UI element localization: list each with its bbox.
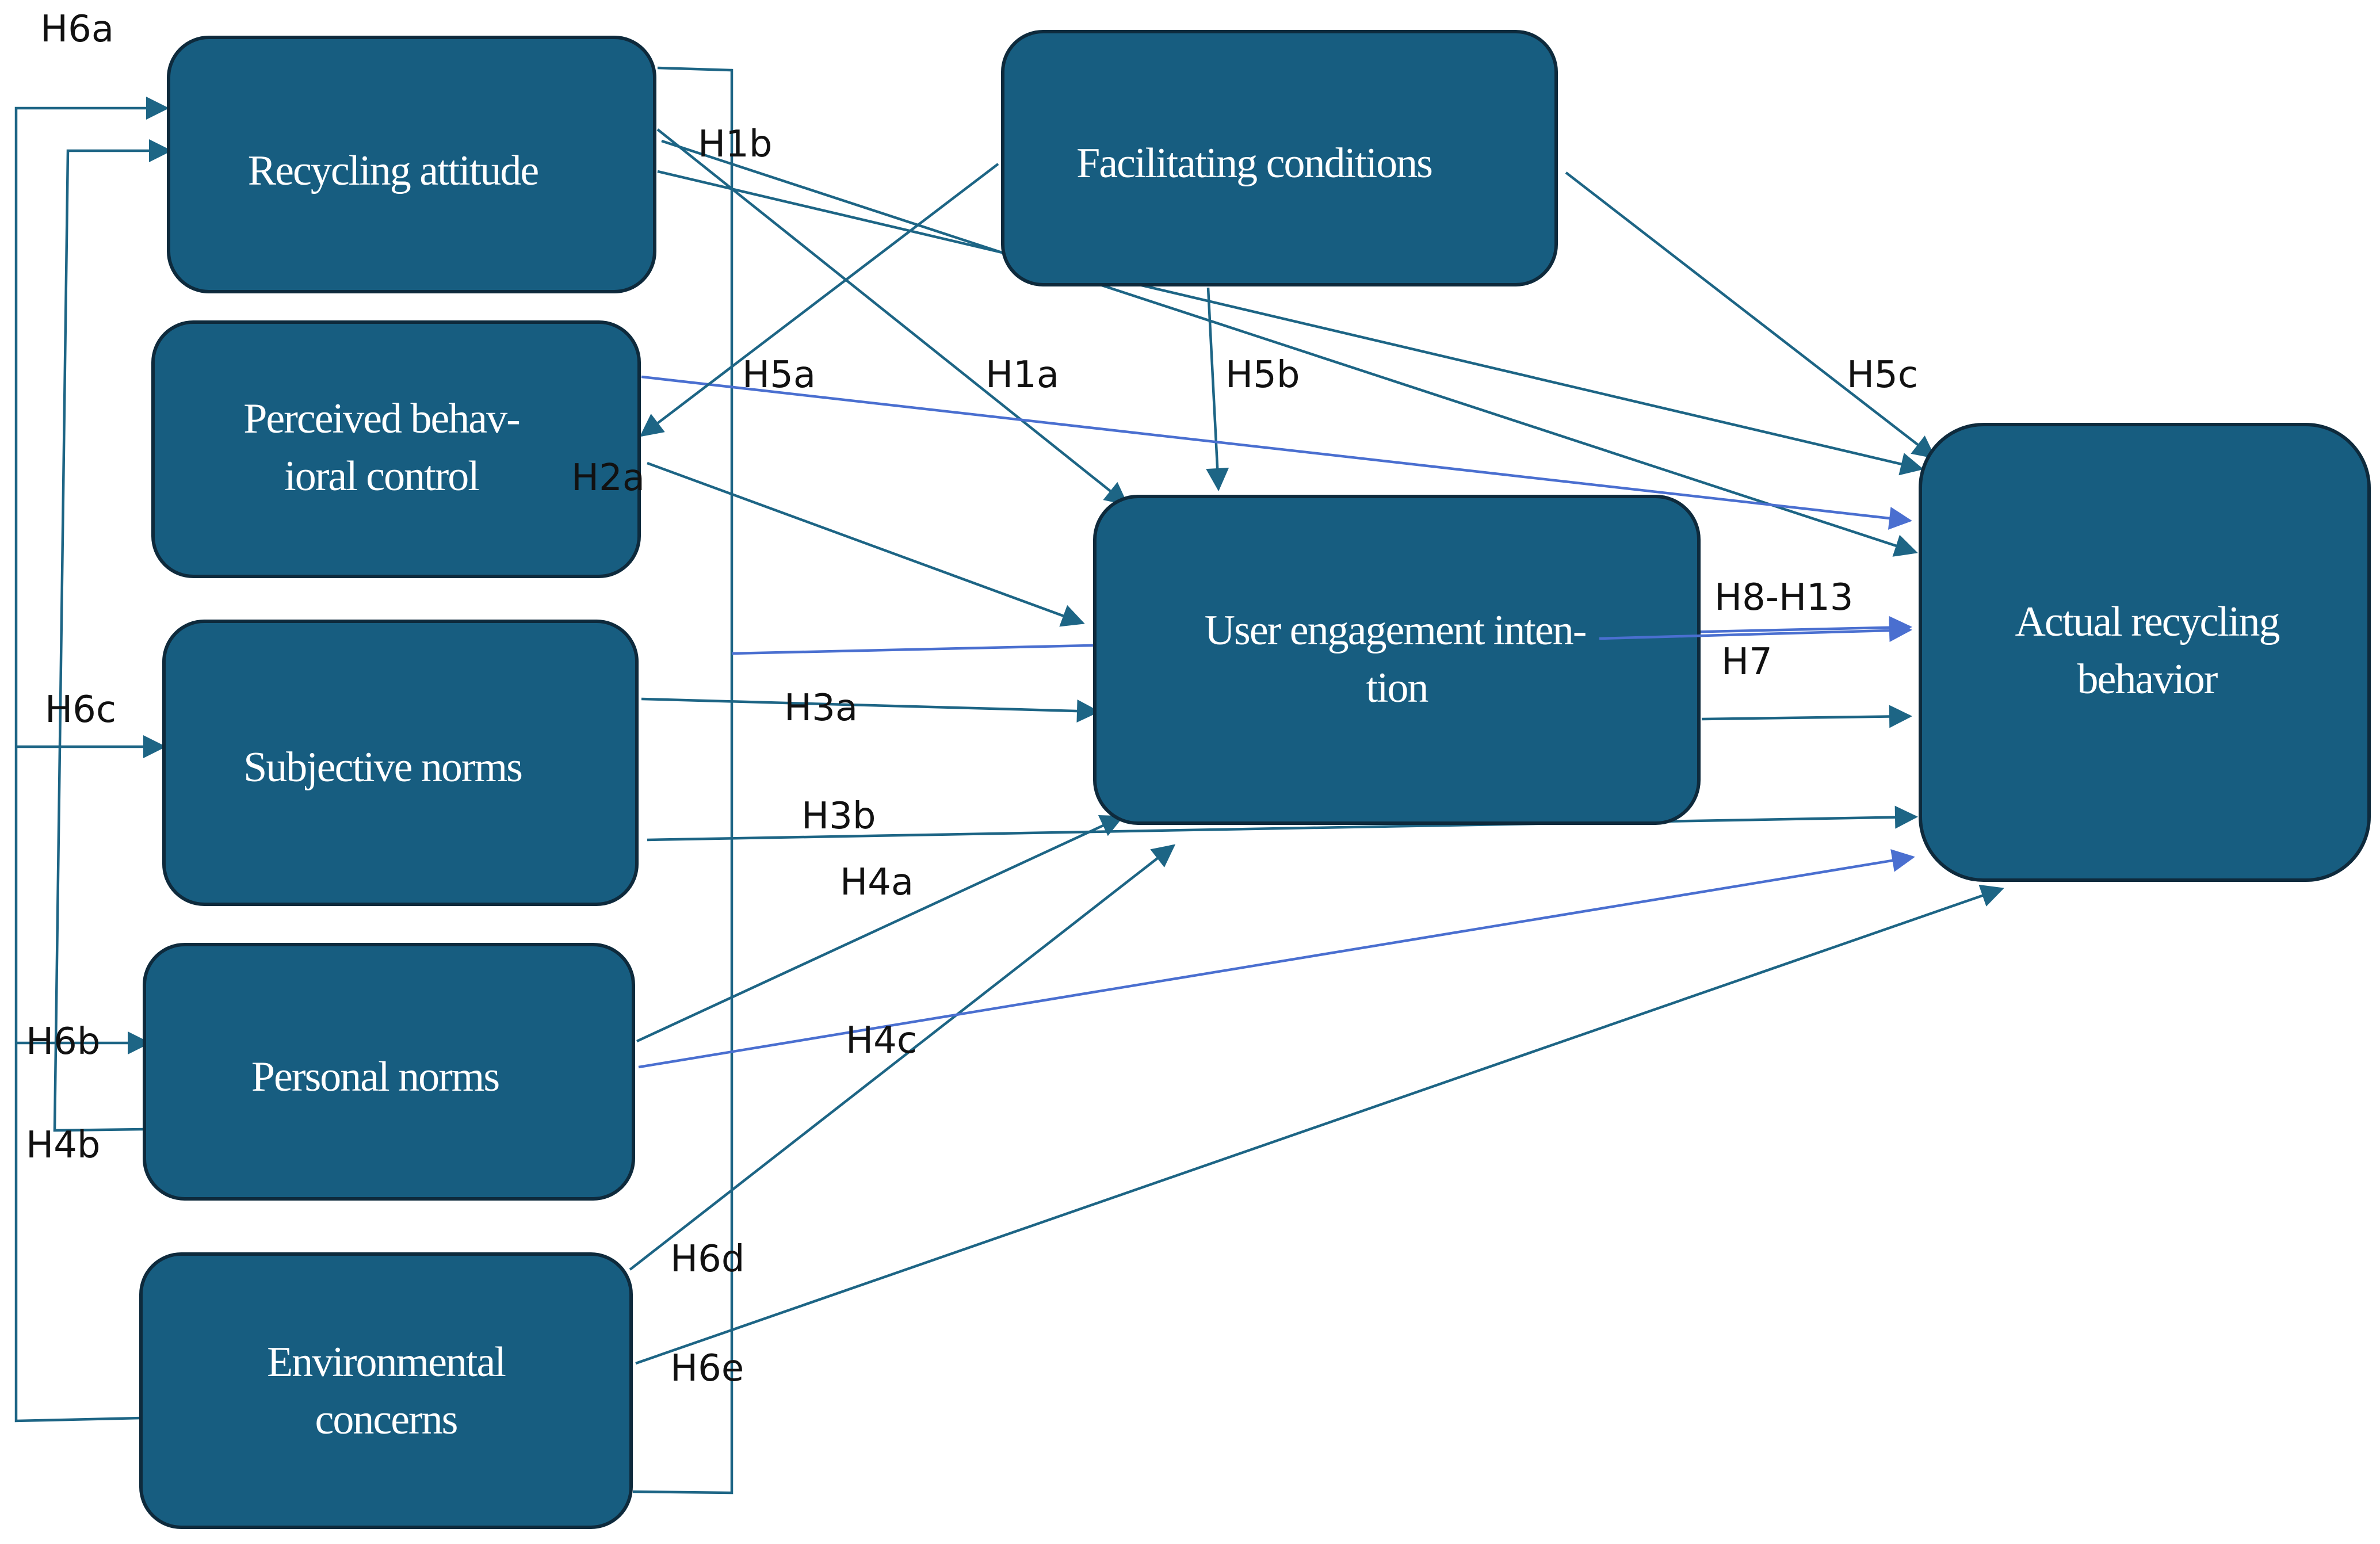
label-h4b: H4b <box>26 1124 100 1167</box>
node-label: Personal norms <box>251 1053 499 1100</box>
h3a-arrow <box>641 697 1100 723</box>
node-label-line1: Actual recycling <box>2015 598 2279 645</box>
node-label-line2: tion <box>1366 664 1428 712</box>
h5a-arrow <box>639 163 999 437</box>
h2-blue-arrow <box>641 375 1912 530</box>
node-label-line2: concerns <box>315 1396 457 1443</box>
node-perceived-behavioral-control: Perceived behav- ioral control <box>151 320 641 578</box>
label-h1b: H1b <box>698 123 772 166</box>
node-user-engagement-intention: User engagement inten- tion <box>1093 495 1701 825</box>
label-h2a: H2a <box>571 457 645 499</box>
h8-h13-arrow <box>1599 619 1912 642</box>
h6a-outer-loop <box>14 97 169 1423</box>
label-h5b: H5b <box>1225 354 1300 396</box>
label-h5c: H5c <box>1847 354 1918 396</box>
node-facilitating-conditions: Facilitating conditions <box>1001 30 1558 286</box>
node-label: Subjective norms <box>243 744 522 791</box>
node-label: Facilitating conditions <box>1076 140 1432 187</box>
label-h3b: H3b <box>801 795 876 838</box>
label-h5a: H5a <box>742 354 816 396</box>
h2a-arrow <box>647 461 1085 627</box>
arrows-to-behavior <box>635 139 2004 1365</box>
node-personal-norms: Personal norms <box>143 943 635 1201</box>
label-h8-h13: H8-H13 <box>1714 576 1854 619</box>
label-h4a: H4a <box>840 861 914 904</box>
bus-vertical <box>632 66 734 1495</box>
h1a-arrow <box>656 128 1129 506</box>
h7-arrow <box>1701 705 1912 728</box>
node-label-line1: Environmental <box>267 1339 506 1386</box>
h5c-arrow <box>1565 171 1936 459</box>
h6a-inner-loop <box>53 139 172 1132</box>
node-environmental-concerns: Environmental concerns <box>139 1252 633 1529</box>
node-label-line2: behavior <box>2077 656 2218 703</box>
label-h1a: H1a <box>985 354 1059 396</box>
label-h4c: H4c <box>846 1019 917 1062</box>
node-label-line2: ioral control <box>284 453 479 500</box>
node-recycling-attitude: Recycling attitude <box>167 36 656 293</box>
h1b-arrow <box>657 170 1924 476</box>
left-feedback-lines <box>14 97 172 1423</box>
node-actual-recycling-behavior: Actual recycling behavior <box>1919 423 2371 882</box>
label-h6d: H6d <box>670 1238 744 1281</box>
hypothesis-labels: H6a H1b H5a H1a H5b H5c H2a H8-H13 H7 H6… <box>26 8 1918 1390</box>
label-h6c: H6c <box>45 689 116 731</box>
label-h3a: H3a <box>784 687 858 729</box>
node-label: Recycling attitude <box>248 147 538 194</box>
h3b-arrow <box>647 805 1918 842</box>
node-subjective-norms: Subjective norms <box>162 620 639 906</box>
label-h6a: H6a <box>40 8 114 51</box>
h6d-arrow <box>629 844 1176 1271</box>
h4c-blue-arrow <box>638 849 1915 1069</box>
h5b-arrow <box>1206 287 1229 491</box>
label-h6b: H6b <box>26 1021 100 1063</box>
label-h7: H7 <box>1721 641 1772 683</box>
node-label-line1: User engagement inten- <box>1205 607 1586 654</box>
label-h6e: H6e <box>670 1347 744 1390</box>
h6e-arrow <box>635 884 2004 1365</box>
node-label-line1: Perceived behav- <box>243 395 519 442</box>
h4a-arrow <box>636 815 1124 1043</box>
h1b-arrow-upper <box>661 139 1918 557</box>
